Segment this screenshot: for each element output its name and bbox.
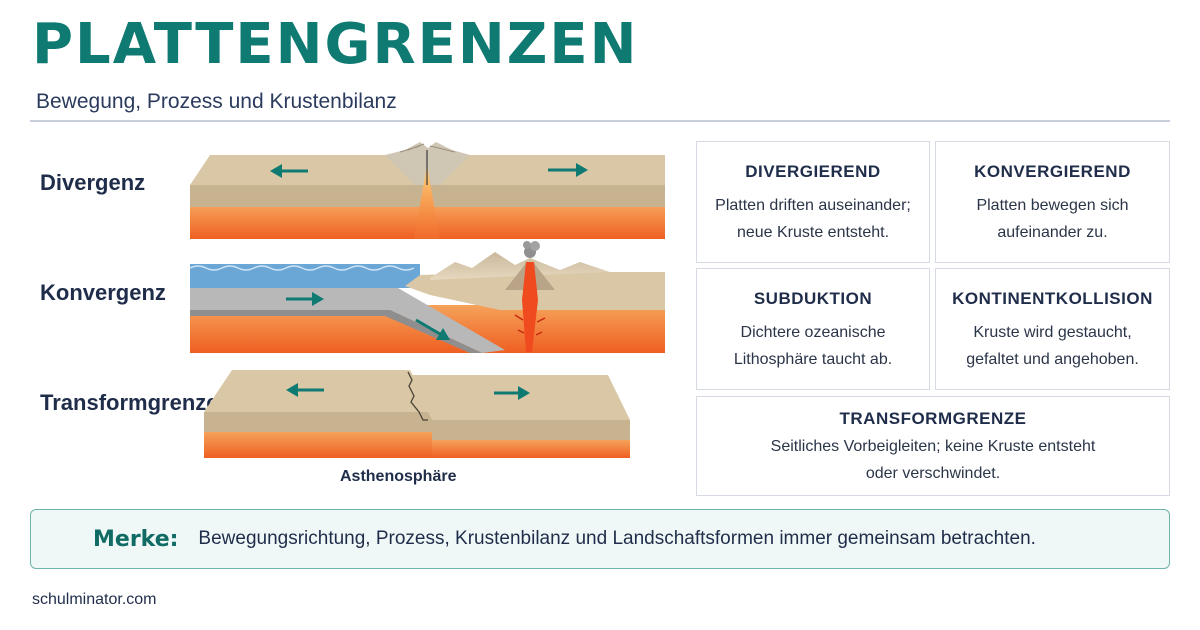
card-konvergierend: KONVERGIEREND Platten bewegen sich aufei… — [935, 141, 1170, 263]
card-kontinentkollision: KONTINENTKOLLISION Kruste wird gestaucht… — [935, 268, 1170, 390]
page-title: PLATTENGRENZEN — [32, 12, 639, 77]
arrow-left-icon — [270, 164, 308, 178]
arrow-down-right-icon — [415, 318, 450, 340]
fault-line — [407, 371, 428, 421]
card-divergierend: DIVERGIEREND Platten driften auseinander… — [696, 141, 930, 263]
card-title: SUBDUKTION — [753, 289, 873, 308]
asthenosphere-caption: Asthenosphäre — [340, 468, 457, 485]
card-text: Dichtere ozeanische Lithosphäre taucht a… — [733, 324, 893, 368]
card-subduktion: SUBDUKTION Dichtere ozeanische Lithosphä… — [696, 268, 930, 390]
card-text: Seitliches Vorbeigleiten; keine Kruste e… — [770, 438, 1096, 482]
footer-source: schulminator.com — [32, 591, 157, 608]
row-label-konvergenz: Konvergenz — [40, 280, 166, 305]
merke-text: Bewegungsrichtung, Prozess, Krustenbilan… — [198, 528, 1036, 549]
plate-boundary-diagram — [189, 142, 665, 458]
mountains — [430, 252, 610, 280]
volcano-magma — [522, 262, 538, 352]
card-title: TRANSFORMGRENZE — [839, 409, 1027, 428]
arrow-right-icon — [286, 292, 324, 306]
card-title: KONTINENTKOLLISION — [952, 289, 1153, 308]
arrow-left-icon — [286, 383, 324, 397]
row-label-transformgrenze: Transformgrenze — [40, 390, 219, 415]
merke-box: Merke: Bewegungsrichtung, Prozess, Krust… — [30, 509, 1170, 569]
arrow-right-icon — [548, 163, 588, 177]
transform-block — [204, 370, 630, 458]
convergence-block — [189, 241, 665, 353]
page-subtitle: Bewegung, Prozess und Krustenbilanz — [36, 90, 397, 113]
card-text: Platten bewegen sich aufeinander zu. — [976, 197, 1129, 241]
oceanic-plate — [190, 288, 505, 353]
arrow-right-icon — [494, 386, 530, 400]
card-transformgrenze: TRANSFORMGRENZE Seitliches Vorbeigleiten… — [696, 396, 1170, 496]
card-title: KONVERGIEREND — [974, 162, 1131, 181]
merke-label: Merke: — [93, 526, 179, 552]
header-divider — [30, 120, 1170, 122]
divergence-block — [190, 142, 665, 239]
card-text: Platten driften auseinander; neue Kruste… — [715, 197, 911, 241]
card-title: DIVERGIEREND — [745, 162, 881, 181]
card-text: Kruste wird gestaucht, gefaltet und ange… — [966, 324, 1139, 368]
divergence-magma — [414, 165, 440, 239]
row-label-divergenz: Divergenz — [40, 170, 146, 195]
